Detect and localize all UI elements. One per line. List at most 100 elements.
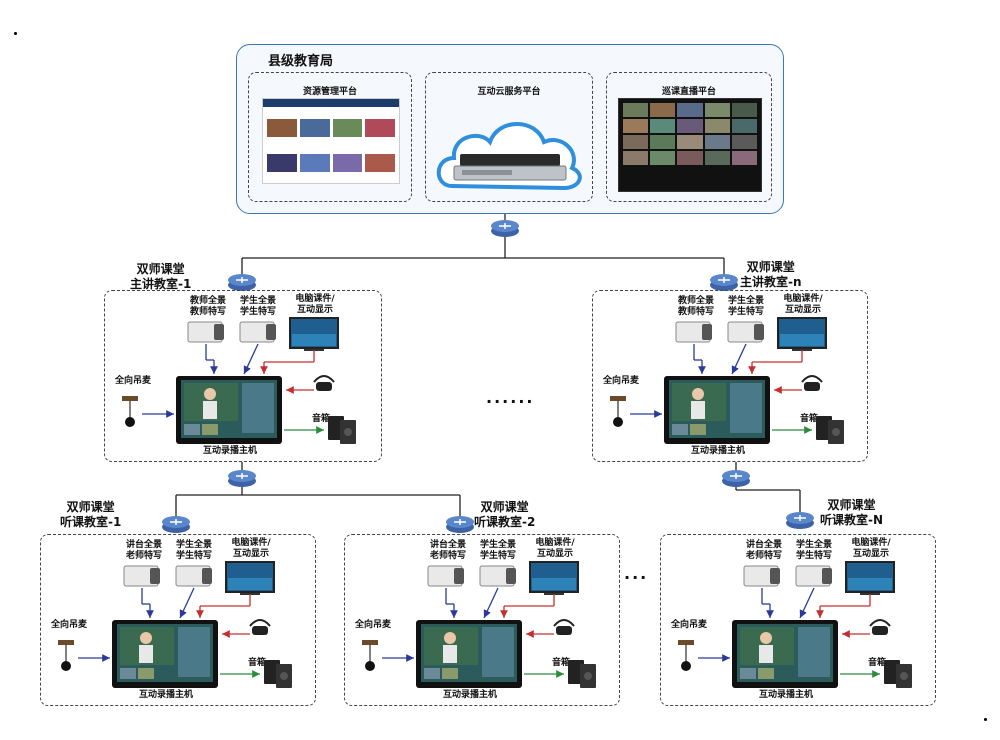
mic-label: 全向吊麦	[354, 620, 391, 630]
cloud-server-icon	[436, 122, 582, 191]
student-camera-icon	[239, 321, 276, 343]
student-camera-label: 学生全景 学生特写	[727, 296, 764, 317]
mic-label: 全向吊麦	[50, 620, 87, 630]
teacher-camera-icon	[123, 565, 160, 587]
interactive-host-screen-icon	[112, 620, 218, 688]
listen-classroom-1-devices	[58, 561, 292, 688]
main-classroom-1-box	[104, 290, 382, 462]
student-camera-icon	[479, 565, 516, 587]
listen-classroom-1-title: 双师课堂 听课教室-1	[60, 500, 122, 529]
student-camera-label: 学生全景 学生特写	[239, 296, 276, 317]
router-icon	[722, 470, 750, 487]
resource-platform-screenshot	[262, 98, 400, 184]
main-classroom-1-devices	[122, 317, 356, 444]
router-icon	[228, 470, 256, 487]
display-monitor-icon	[225, 561, 275, 595]
student-camera-label: 学生全景 学生特写	[795, 540, 832, 561]
student-camera-icon	[727, 321, 764, 343]
teacher-camera-icon	[187, 321, 224, 343]
wireless-headset-icon	[801, 375, 823, 391]
main-classroom-n-devices	[610, 317, 844, 444]
interactive-host-screen-icon	[732, 620, 838, 688]
host-label: 互动录播主机	[442, 690, 497, 700]
display-monitor-icon	[777, 317, 827, 351]
speaker-icon	[884, 660, 912, 688]
ceiling-mic-icon	[678, 640, 694, 671]
listen-classroom-N-devices	[678, 561, 912, 688]
router-icon	[446, 516, 474, 533]
mic-label: 全向吊麦	[602, 376, 639, 386]
student-camera-label: 学生全景 学生特写	[175, 540, 212, 561]
wireless-headset-icon	[553, 619, 575, 635]
ceiling-mic-icon	[610, 396, 626, 427]
ceiling-mic-icon	[362, 640, 378, 671]
listen-classroom-2-devices	[362, 561, 596, 688]
listen-classroom-N-box	[660, 534, 936, 706]
teacher-camera-icon	[427, 565, 464, 587]
host-label: 互动录播主机	[202, 446, 257, 456]
wireless-headset-icon	[249, 619, 271, 635]
interactive-host-screen-icon	[664, 376, 770, 444]
ceiling-mic-icon	[58, 640, 74, 671]
interactive-host-screen-icon	[416, 620, 522, 688]
listen-classroom-1-box	[40, 534, 316, 706]
teacher-camera-label: 讲台全景 老师特写	[745, 540, 782, 561]
student-camera-icon	[175, 565, 212, 587]
speaker-icon	[264, 660, 292, 688]
mic-label: 全向吊麦	[670, 620, 707, 630]
cloud-platform-title: 互动云服务平台	[477, 87, 541, 97]
wireless-headset-icon	[313, 375, 335, 391]
speaker-label: 音箱	[247, 658, 266, 668]
mic-label: 全向吊麦	[114, 376, 151, 386]
main-ellipsis: ······	[486, 392, 535, 411]
main-classroom-n-title: 双师课堂 主讲教室-n	[740, 260, 802, 289]
bureau-title: 县级教育局	[268, 54, 334, 69]
patrol-platform-screenshot	[618, 98, 762, 192]
patrol-platform-box	[606, 72, 772, 202]
display-label: 电脑课件/ 互动显示	[231, 538, 271, 559]
teacher-camera-label: 讲台全景 老师特写	[429, 540, 466, 561]
corner-dot	[984, 718, 987, 721]
display-label: 电脑课件/ 互动显示	[535, 538, 575, 559]
teacher-camera-label: 教师全景 教师特写	[677, 296, 714, 317]
speaker-icon	[328, 416, 356, 444]
resource-platform-box	[248, 72, 412, 202]
host-label: 互动录播主机	[690, 446, 745, 456]
teacher-camera-icon	[675, 321, 712, 343]
display-monitor-icon	[289, 317, 339, 351]
speaker-label: 音箱	[551, 658, 570, 668]
cloud-platform-box	[425, 72, 593, 202]
patrol-platform-title: 巡课直播平台	[661, 87, 716, 97]
teacher-camera-icon	[743, 565, 780, 587]
display-label: 电脑课件/ 互动显示	[851, 538, 891, 559]
student-camera-icon	[795, 565, 832, 587]
host-label: 互动录播主机	[758, 690, 813, 700]
display-label: 电脑课件/ 互动显示	[783, 294, 823, 315]
listen-classroom-N-title: 双师课堂 听课教室-N	[820, 498, 884, 527]
speaker-icon	[816, 416, 844, 444]
student-camera-label: 学生全景 学生特写	[479, 540, 516, 561]
router-icon	[491, 220, 519, 237]
display-monitor-icon	[529, 561, 579, 595]
ceiling-mic-icon	[122, 396, 138, 427]
teacher-camera-label: 教师全景 教师特写	[189, 296, 226, 317]
router-icon	[710, 274, 738, 291]
router-icon	[162, 516, 190, 533]
main-classroom-1-title: 双师课堂 主讲教室-1	[130, 262, 192, 291]
resource-platform-title: 资源管理平台	[302, 87, 357, 97]
interactive-host-screen-icon	[176, 376, 282, 444]
listen-classroom-2-box	[344, 534, 620, 706]
wireless-headset-icon	[869, 619, 891, 635]
speaker-label: 音箱	[867, 658, 886, 668]
corner-dot	[14, 32, 17, 35]
listen-classroom-2-title: 双师课堂 听课教室-2	[474, 500, 536, 529]
speaker-label: 音箱	[799, 414, 818, 424]
router-icon	[786, 512, 814, 529]
teacher-camera-label: 讲台全景 老师特写	[125, 540, 162, 561]
main-classroom-n-box	[592, 290, 868, 462]
display-monitor-icon	[845, 561, 895, 595]
router-icon	[228, 274, 256, 291]
listen-ellipsis: ···	[624, 568, 649, 587]
host-label: 互动录播主机	[138, 690, 193, 700]
speaker-label: 音箱	[311, 414, 330, 424]
